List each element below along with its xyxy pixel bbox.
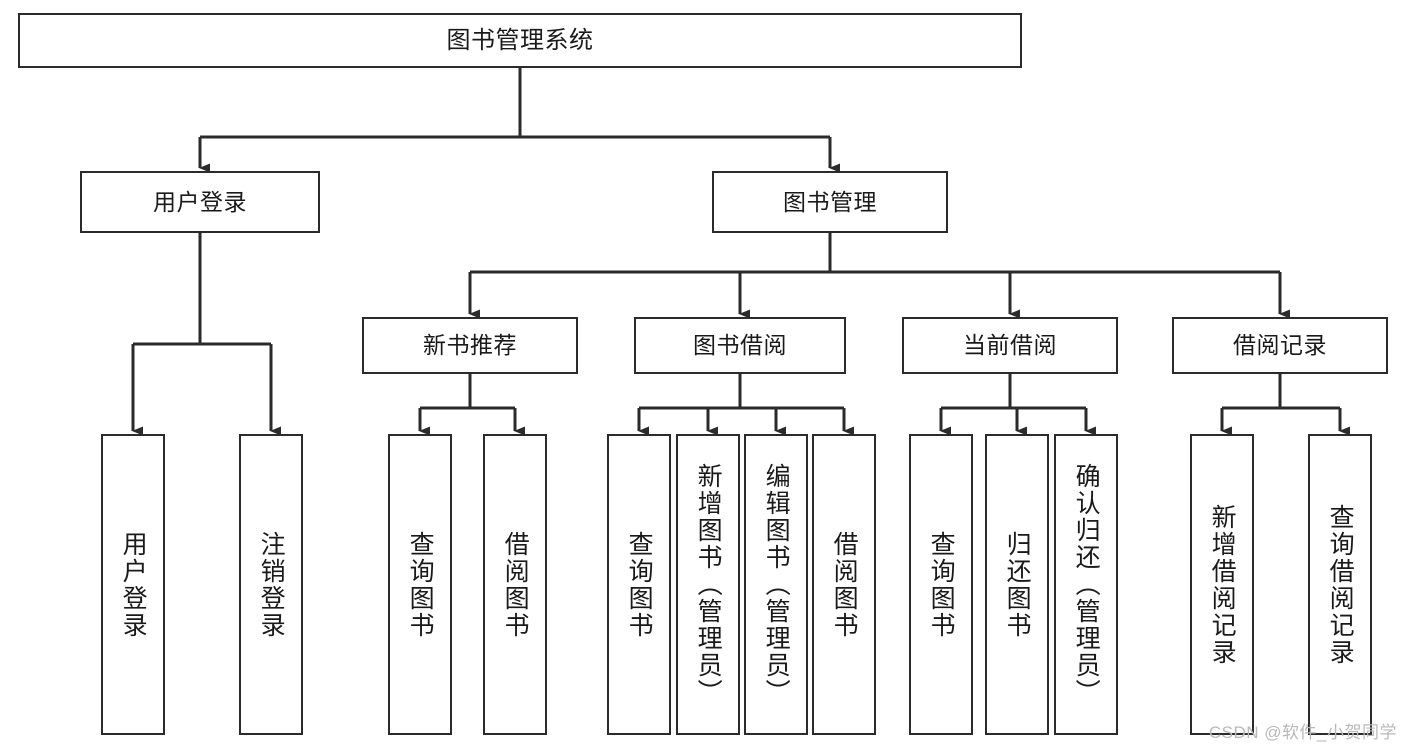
node-leaf-user-login-label: 用户登录 bbox=[119, 530, 148, 639]
node-leaf-return-book[interactable]: 归还图书 bbox=[985, 434, 1049, 735]
node-new-book-recommend[interactable]: 新书推荐 bbox=[362, 317, 578, 374]
node-leaf-logout[interactable]: 注销登录 bbox=[239, 434, 303, 735]
node-current-borrow-label: 当前借阅 bbox=[963, 332, 1057, 359]
node-leaf-borrow-book-1-label: 借阅图书 bbox=[501, 530, 530, 639]
node-leaf-query-record-label: 查询借阅记录 bbox=[1326, 503, 1355, 666]
watermark: CSDN @软件_小贺同学 bbox=[1208, 723, 1397, 742]
node-current-borrow[interactable]: 当前借阅 bbox=[902, 317, 1118, 374]
node-leaf-edit-book-label: 编辑图书（管理员） bbox=[762, 463, 791, 706]
node-leaf-query-book-3-label: 查询图书 bbox=[927, 530, 956, 639]
node-user-login[interactable]: 用户登录 bbox=[80, 171, 320, 233]
node-leaf-query-book-3[interactable]: 查询图书 bbox=[909, 434, 973, 735]
node-book-borrow-label: 图书借阅 bbox=[693, 332, 787, 359]
node-leaf-query-book-2-label: 查询图书 bbox=[625, 530, 654, 639]
node-leaf-borrow-book-2-label: 借阅图书 bbox=[830, 530, 859, 639]
node-root[interactable]: 图书管理系统 bbox=[18, 13, 1022, 68]
node-new-book-recommend-label: 新书推荐 bbox=[423, 332, 517, 359]
node-borrow-record-label: 借阅记录 bbox=[1233, 332, 1327, 359]
node-leaf-query-book-1-label: 查询图书 bbox=[406, 530, 435, 639]
node-leaf-query-record[interactable]: 查询借阅记录 bbox=[1308, 434, 1372, 735]
node-leaf-borrow-book-2[interactable]: 借阅图书 bbox=[812, 434, 876, 735]
node-leaf-add-book-label: 新增图书（管理员） bbox=[694, 463, 723, 706]
node-leaf-add-record[interactable]: 新增借阅记录 bbox=[1190, 434, 1254, 735]
node-leaf-user-login[interactable]: 用户登录 bbox=[101, 434, 165, 735]
node-root-label: 图书管理系统 bbox=[446, 26, 594, 54]
node-leaf-add-book[interactable]: 新增图书（管理员） bbox=[676, 434, 740, 735]
node-leaf-edit-book[interactable]: 编辑图书（管理员） bbox=[744, 434, 808, 735]
node-leaf-return-book-label: 归还图书 bbox=[1003, 530, 1032, 639]
node-leaf-add-record-label: 新增借阅记录 bbox=[1208, 503, 1237, 666]
node-leaf-query-book-2[interactable]: 查询图书 bbox=[607, 434, 671, 735]
node-leaf-confirm-return-label: 确认归还（管理员） bbox=[1072, 463, 1101, 706]
node-book-manage[interactable]: 图书管理 bbox=[712, 171, 948, 233]
node-book-borrow[interactable]: 图书借阅 bbox=[634, 317, 846, 374]
node-user-login-label: 用户登录 bbox=[153, 188, 247, 215]
node-borrow-record[interactable]: 借阅记录 bbox=[1172, 317, 1388, 374]
node-leaf-borrow-book-1[interactable]: 借阅图书 bbox=[483, 434, 547, 735]
node-leaf-confirm-return[interactable]: 确认归还（管理员） bbox=[1054, 434, 1118, 735]
node-book-manage-label: 图书管理 bbox=[783, 188, 877, 215]
node-leaf-query-book-1[interactable]: 查询图书 bbox=[388, 434, 452, 735]
node-leaf-logout-label: 注销登录 bbox=[257, 530, 286, 639]
